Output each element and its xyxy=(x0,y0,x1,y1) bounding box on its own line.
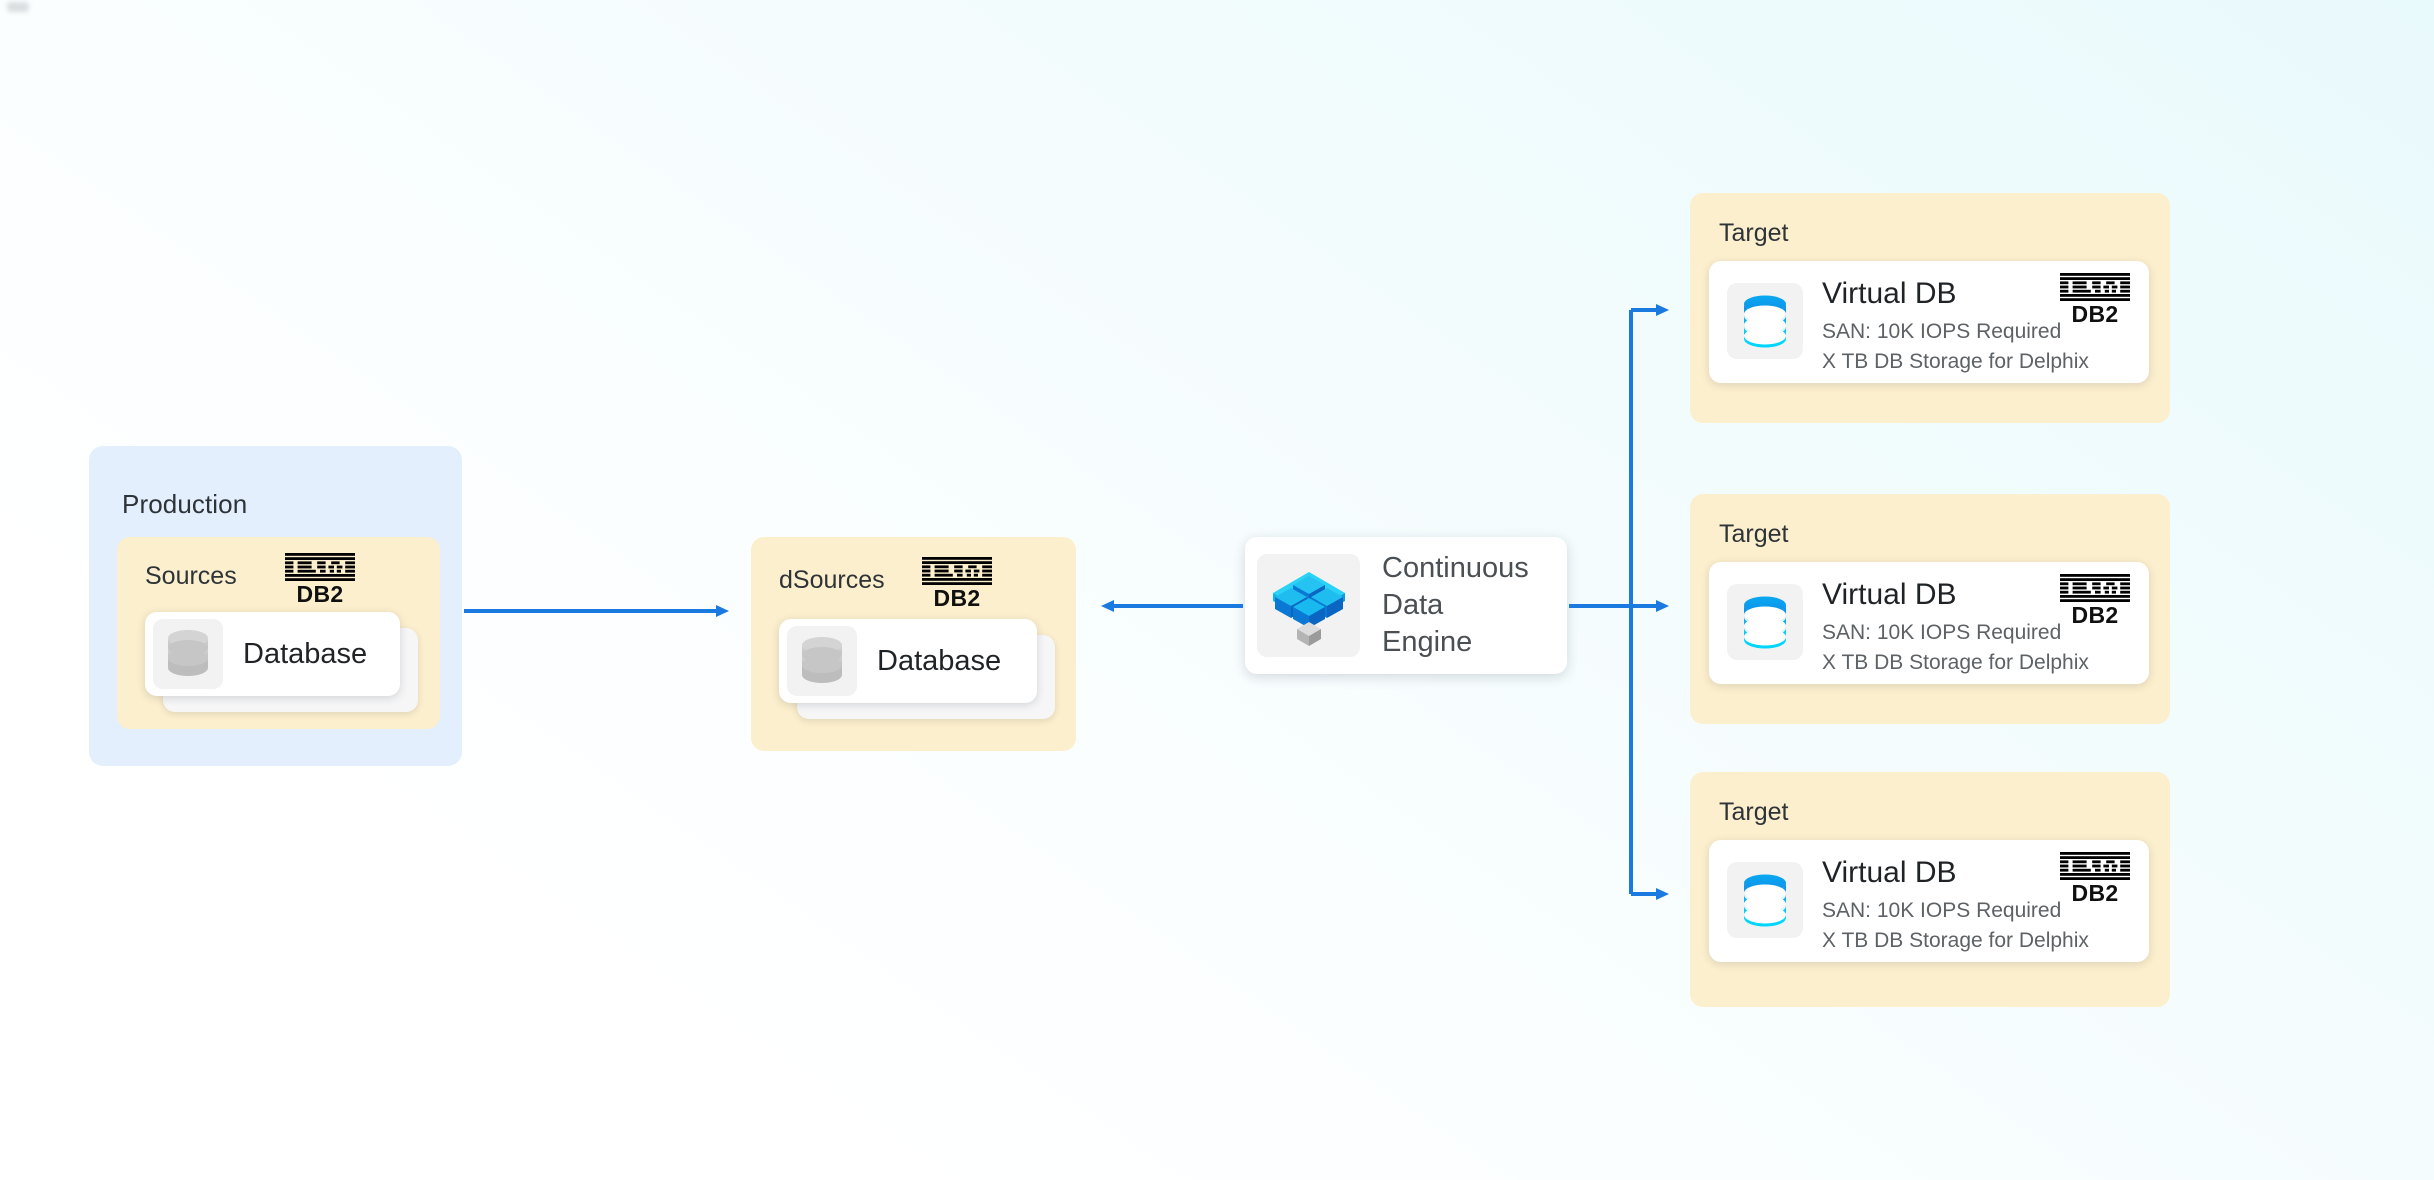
ibm-db2-logo-dsources: DB2 xyxy=(919,557,995,610)
sources-title: Sources xyxy=(145,562,237,590)
sources-database-card[interactable]: Database xyxy=(145,612,400,696)
cube-cluster-glyph-icon xyxy=(1272,571,1345,646)
virtual-db-line2-2: X TB DB Storage for Delphix xyxy=(1822,651,2089,674)
virtual-db-glyph-icon xyxy=(1744,596,1786,649)
target-label-1: Target xyxy=(1719,219,1789,247)
database-icon xyxy=(153,619,223,689)
dsources-database-card[interactable]: Database xyxy=(779,619,1037,703)
sources-database-card-stack: Database xyxy=(145,612,418,712)
sources-database-label: Database xyxy=(243,637,368,670)
db2-text-target-2: DB2 xyxy=(2071,602,2119,628)
virtual-db-card-1[interactable]: Virtual DB SAN: 10K IOPS Required X TB D… xyxy=(1709,261,2149,383)
production-label: Production xyxy=(122,489,248,519)
target-group-1: Target Virtual DB SAN: 10K IOPS Required… xyxy=(1690,193,2170,423)
virtual-db-line2-3: X TB DB Storage for Delphix xyxy=(1822,929,2089,952)
virtual-db-line2-1: X TB DB Storage for Delphix xyxy=(1822,350,2089,373)
database-glyph-icon xyxy=(168,630,208,676)
continuous-data-engine-icon xyxy=(1257,554,1360,657)
cde-label-line-2: Data xyxy=(1382,588,1444,621)
window-corner-artifact xyxy=(7,2,29,12)
cde-label-line-3: Engine xyxy=(1382,626,1473,659)
arrow-engine-to-targets xyxy=(1569,304,1669,900)
dsources-database-card-stack: Database xyxy=(779,619,1055,719)
dsources-title: dSources xyxy=(779,566,885,594)
database-glyph-icon xyxy=(802,637,842,683)
db2-text-target-1: DB2 xyxy=(2071,301,2119,327)
virtual-db-card-3[interactable]: Virtual DB SAN: 10K IOPS Required X TB D… xyxy=(1709,840,2149,962)
continuous-data-engine-card[interactable]: Continuous Data Engine xyxy=(1245,537,1567,674)
virtual-db-glyph-icon xyxy=(1744,295,1786,348)
ibm-db2-logo-target-1: DB2 xyxy=(2057,273,2133,326)
ibm-db2-logo-target-3: DB2 xyxy=(2057,852,2133,905)
virtual-db-glyph-icon xyxy=(1744,874,1786,927)
db2-text-dsources: DB2 xyxy=(933,585,981,611)
ibm-db2-logo-sources: DB2 xyxy=(282,553,358,606)
virtual-db-line1-3: SAN: 10K IOPS Required xyxy=(1822,899,2062,922)
continuous-data-engine-label: Continuous Data Engine xyxy=(1382,550,1529,661)
db2-text-target-3: DB2 xyxy=(2071,880,2119,906)
virtual-db-card-2[interactable]: Virtual DB SAN: 10K IOPS Required X TB D… xyxy=(1709,562,2149,684)
database-icon xyxy=(787,626,857,696)
cde-label-line-1: Continuous xyxy=(1382,551,1529,584)
dsources-panel: dSources DB2 xyxy=(751,537,1076,751)
target-label-2: Target xyxy=(1719,520,1789,548)
virtual-db-icon xyxy=(1727,584,1803,660)
ibm-mark-icon xyxy=(2060,852,2130,880)
ibm-mark-icon xyxy=(922,557,992,585)
target-label-3: Target xyxy=(1719,798,1789,826)
virtual-db-line1-1: SAN: 10K IOPS Required xyxy=(1822,320,2062,343)
ibm-mark-icon xyxy=(2060,273,2130,301)
virtual-db-icon xyxy=(1727,862,1803,938)
db2-text-sources: DB2 xyxy=(296,581,344,607)
virtual-db-icon xyxy=(1727,283,1803,359)
virtual-db-title-3: Virtual DB xyxy=(1822,856,1957,889)
target-group-3: Target Virtual DB SAN: 10K IOPS Required… xyxy=(1690,772,2170,1007)
ibm-mark-icon xyxy=(2060,574,2130,602)
dsources-database-label: Database xyxy=(877,644,1002,677)
ibm-mark-icon xyxy=(285,553,355,581)
virtual-db-line1-2: SAN: 10K IOPS Required xyxy=(1822,621,2062,644)
ibm-db2-logo-target-2: DB2 xyxy=(2057,574,2133,627)
sources-panel: Sources xyxy=(117,537,440,729)
target-group-2: Target Virtual DB SAN: 10K IOPS Required… xyxy=(1690,494,2170,724)
virtual-db-title-2: Virtual DB xyxy=(1822,578,1957,611)
virtual-db-title-1: Virtual DB xyxy=(1822,277,1957,310)
